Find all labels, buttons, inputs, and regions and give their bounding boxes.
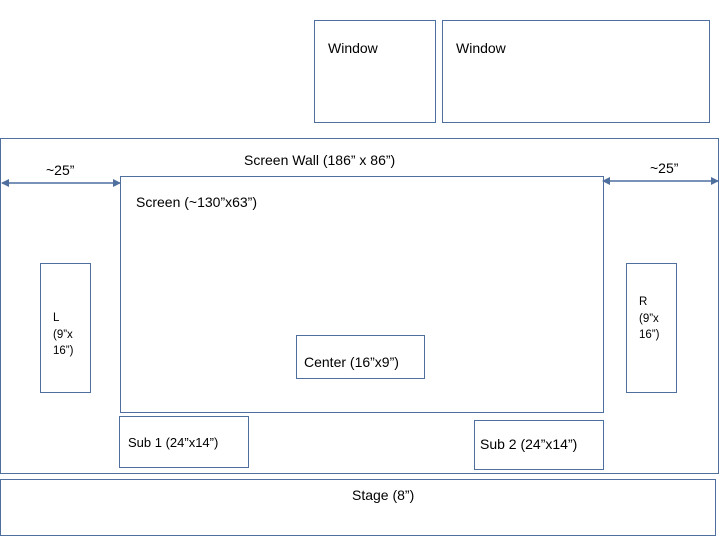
- screen-label: Screen (~130”x63”): [136, 194, 258, 210]
- left-speaker: L (9”x 16”): [40, 263, 91, 393]
- left-speaker-line-3: 16”): [53, 345, 74, 358]
- stage: Stage (8”): [0, 479, 716, 536]
- left-speaker-label: L (9”x 16”): [53, 310, 89, 360]
- window-2-label: Window: [456, 40, 506, 56]
- gap-right-label: ~25”: [650, 160, 679, 176]
- right-speaker-line-3: 16”): [639, 329, 660, 342]
- left-speaker-line-2: (9”x: [53, 328, 73, 341]
- sub-1: Sub 1 (24”x14”): [119, 416, 249, 468]
- sub-2-label: Sub 2 (24”x14”): [480, 436, 578, 452]
- center-speaker-label: Center (16”x9”): [304, 354, 399, 370]
- sub-2: Sub 2 (24”x14”): [474, 420, 604, 470]
- sub-1-label: Sub 1 (24”x14”): [128, 435, 219, 450]
- right-speaker-line-1: R: [639, 296, 648, 308]
- window-1: Window: [314, 20, 436, 123]
- window-2: Window: [442, 20, 710, 123]
- window-1-label: Window: [328, 40, 378, 56]
- center-speaker: Center (16”x9”): [296, 335, 425, 379]
- right-speaker: R (9”x 16”): [626, 263, 677, 393]
- gap-left-label: ~25”: [46, 162, 75, 178]
- left-speaker-line-1: L: [53, 312, 60, 324]
- right-speaker-line-2: (9”x: [639, 312, 659, 325]
- screen-wall-label: Screen Wall (186” x 86”): [244, 152, 396, 168]
- stage-label: Stage (8”): [352, 487, 415, 503]
- right-speaker-label: R (9”x 16”): [639, 294, 675, 344]
